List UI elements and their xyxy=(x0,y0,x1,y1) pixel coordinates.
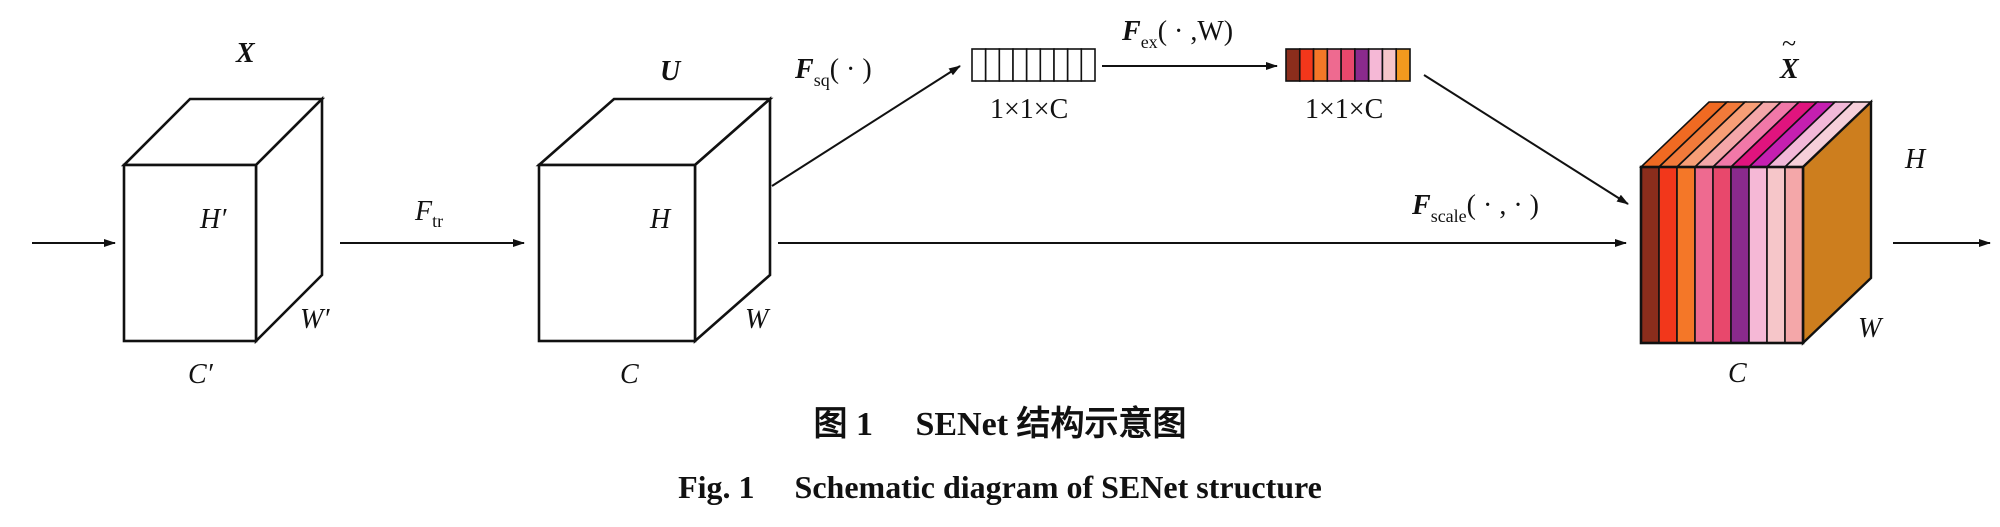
cube-u xyxy=(535,96,774,344)
output-front-slice xyxy=(1640,166,1660,344)
output-front-slice xyxy=(1730,166,1750,344)
excitation-vector-cell xyxy=(1381,48,1398,82)
squeeze-vector-cell xyxy=(984,48,1001,82)
squeeze-arrow xyxy=(771,65,961,187)
out-width-label: W xyxy=(1858,313,1884,344)
x-title: X xyxy=(235,38,256,69)
squeeze-vector-cell xyxy=(998,48,1014,82)
cube-x xyxy=(120,95,326,345)
output-front-slice xyxy=(1676,166,1696,344)
excitation-vector-cell xyxy=(1367,48,1384,82)
ftr-label: Ftr xyxy=(414,196,443,231)
x-width-label: W′ xyxy=(300,304,330,335)
x-tilde-title: X xyxy=(1779,54,1800,85)
excitation-vector-label: 1×1×C xyxy=(1305,94,1383,125)
output-front-slice xyxy=(1712,166,1732,344)
output-front-outline xyxy=(1639,165,1805,345)
excitation-vector xyxy=(1285,48,1411,82)
u-title: U xyxy=(660,56,682,87)
excitation-vector-cell xyxy=(1285,48,1301,82)
out-height-label: H xyxy=(1904,144,1927,175)
u-width-label: W xyxy=(745,304,771,335)
excitation-vector-cell xyxy=(1354,48,1370,82)
output-front-slice xyxy=(1766,166,1786,344)
excitation-vector-cell xyxy=(1312,48,1329,82)
squeeze-vector-cell xyxy=(1053,48,1069,82)
output-cube-front-face xyxy=(1639,165,1805,345)
excitation-vector-cell xyxy=(1326,48,1342,82)
excitation-vector-cell xyxy=(1298,48,1315,82)
output-front-slice xyxy=(1694,166,1714,344)
caption-chinese: 图 1 SENet 结构示意图 xyxy=(813,405,1186,443)
squeeze-vector-cell xyxy=(1080,48,1096,82)
excitation-label: Fex( · ,W) xyxy=(1121,16,1233,52)
scale-label: Fscale( · , · ) xyxy=(1411,190,1539,226)
squeeze-vector-label: 1×1×C xyxy=(990,94,1068,125)
output-front-slice xyxy=(1658,166,1678,344)
x-tilde-mark: ~ xyxy=(1782,29,1796,58)
squeeze-vector-cell xyxy=(1025,48,1042,82)
u-height-label: H xyxy=(649,204,672,235)
output-cube-top-face xyxy=(1639,101,1873,168)
u-channel-label: C xyxy=(620,359,639,390)
squeeze-vector-cell xyxy=(1012,48,1028,82)
squeeze-vector-cell xyxy=(971,48,987,82)
squeeze-label: Fsq( · ) xyxy=(794,54,872,90)
out-channel-label: C xyxy=(1728,358,1747,389)
squeeze-vector xyxy=(971,48,1096,82)
excitation-vector-cell xyxy=(1395,48,1411,82)
x-channel-label: C′ xyxy=(188,359,214,390)
output-front-slice xyxy=(1748,166,1768,344)
cube-x-tilde xyxy=(1639,99,1873,346)
squeeze-vector-cell xyxy=(1066,48,1083,82)
output-front-slice xyxy=(1784,166,1804,344)
excitation-vector-cell xyxy=(1340,48,1356,82)
x-height-label: H′ xyxy=(199,204,227,235)
caption-english: Fig. 1 Schematic diagram of SENet struct… xyxy=(678,469,1322,505)
recalibration-arrow xyxy=(1423,74,1629,205)
squeeze-vector-cell xyxy=(1039,48,1055,82)
